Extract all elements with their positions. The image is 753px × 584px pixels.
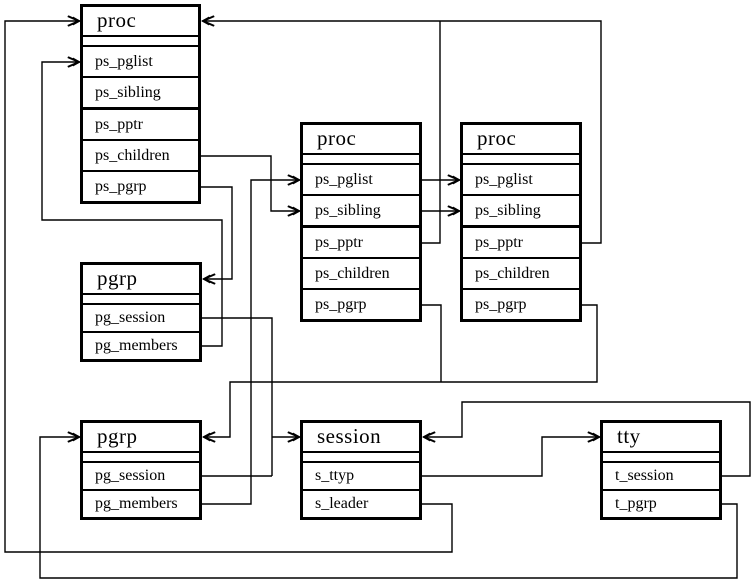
struct-spacer: [83, 37, 198, 47]
field-ps-children: ps_children: [303, 259, 419, 290]
field-ps-sibling: ps_sibling: [83, 78, 198, 110]
struct-spacer: [303, 155, 419, 165]
edge-child1-pgrp-join: [422, 304, 442, 382]
field-ps-pglist: ps_pglist: [463, 165, 579, 196]
field-ps-pgrp: ps_pgrp: [315, 295, 367, 313]
struct-pgrp-1-title: pgrp: [83, 265, 199, 295]
edge-s-ttyp-to-tty: [422, 437, 599, 477]
edge-t-session-to-session: [424, 401, 751, 477]
struct-pgrp-1: pgrp pg_session pg_members: [80, 262, 202, 362]
field-ps-pptr: ps_pptr: [83, 110, 198, 141]
edge-s-leader-to-proc-parent: [4, 21, 453, 553]
field-pg-members: pg_members: [95, 495, 178, 512]
field-ps-pptr: ps_pptr: [303, 228, 419, 259]
struct-proc-child-1: proc ps_pglist ps_sibling ps_pptr ps_chi…: [300, 122, 422, 322]
edge-t-pgrp-to-pgrp2: [39, 437, 738, 579]
edge-pgrp2-members-to-child1-pglist: [202, 180, 299, 505]
field-ps-sibling: ps_sibling: [303, 196, 419, 228]
field-ps-children: ps_children: [463, 259, 579, 290]
field-ps-sibling: ps_sibling: [463, 196, 579, 228]
field-pg-members: pg_members: [95, 337, 178, 354]
struct-spacer: [303, 453, 419, 463]
field-ps-children: ps_children: [83, 141, 198, 172]
field-ps-pglist: ps_pglist: [83, 47, 198, 78]
edge-child1-pptr-join: [422, 21, 441, 244]
edge-pgrp1-session-join: [202, 317, 273, 476]
field-pg-session: pg_session: [83, 463, 199, 491]
field-ps-pgrp: ps_pgrp: [95, 177, 147, 195]
field-ps-pgrp: ps_pgrp: [475, 295, 527, 313]
struct-proc-parent-title: proc: [83, 7, 198, 37]
edge-parent-children-to-child1-sibling: [201, 155, 299, 211]
edge-parent-pgrp-to-pgrp1: [201, 186, 233, 279]
struct-proc-child-1-title: proc: [303, 125, 419, 155]
edge-child2-pgrp-to-pgrp2: [204, 304, 598, 437]
struct-session: session s_ttyp s_leader: [300, 420, 422, 520]
field-ps-pglist: ps_pglist: [303, 165, 419, 196]
edge-pgrp1-members-to-proc-parent-pglist: [41, 62, 223, 347]
struct-session-title: session: [303, 423, 419, 453]
field-s-ttyp: s_ttyp: [303, 463, 419, 491]
edge-child2-pptr-to-proc-parent: [203, 21, 602, 244]
field-t-pgrp: t_pgrp: [615, 495, 657, 512]
struct-pgrp-2-title: pgrp: [83, 423, 199, 453]
struct-spacer: [83, 295, 199, 305]
struct-tty-title: tty: [603, 423, 719, 453]
struct-spacer: [603, 453, 719, 463]
field-s-leader: s_leader: [315, 495, 369, 512]
struct-proc-parent: proc ps_pglist ps_sibling ps_pptr ps_chi…: [80, 4, 201, 204]
struct-proc-child-2-title: proc: [463, 125, 579, 155]
field-pg-session: pg_session: [83, 305, 199, 333]
struct-spacer: [463, 155, 579, 165]
field-ps-pptr: ps_pptr: [463, 228, 579, 259]
struct-pgrp-2: pgrp pg_session pg_members: [80, 420, 202, 520]
struct-proc-child-2: proc ps_pglist ps_sibling ps_pptr ps_chi…: [460, 122, 582, 322]
struct-spacer: [83, 453, 199, 463]
field-t-session: t_session: [603, 463, 719, 491]
struct-tty: tty t_session t_pgrp: [600, 420, 722, 520]
